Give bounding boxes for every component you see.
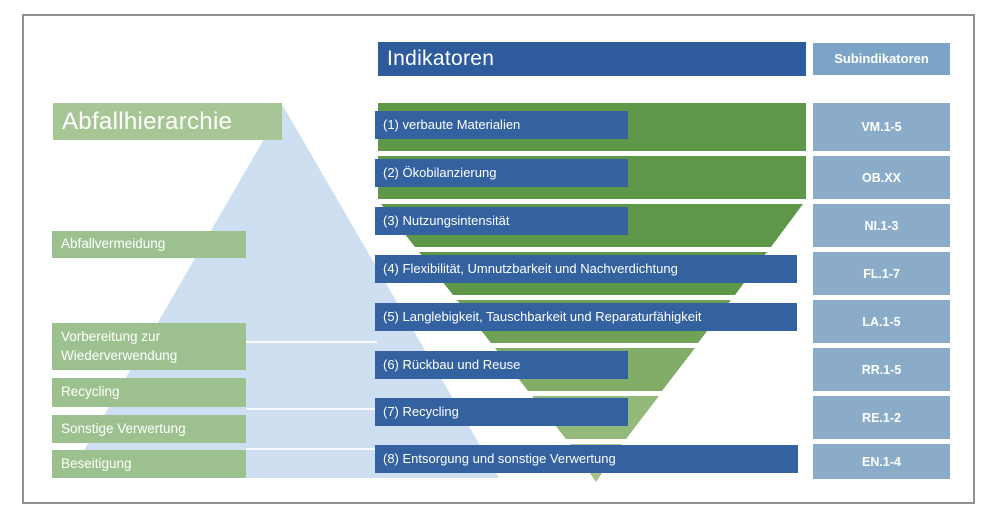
indicator-bar-2: (2) Ökobilanzierung (375, 159, 628, 187)
hierarchy-label-vorbereitung-zur-wiederverwendung: Vorbereitung zur Wiederverwendung (52, 323, 246, 370)
indicators-header: Indikatoren (378, 42, 806, 76)
hierarchy-label-beseitigung: Beseitigung (52, 450, 246, 478)
connector-line (246, 341, 377, 343)
connector-line (246, 408, 377, 410)
hierarchy-label-sonstige-verwertung: Sonstige Verwertung (52, 415, 246, 443)
subindicators-header: Subindikatoren (813, 43, 950, 75)
subindicator-cell-7: RE.1-2 (813, 396, 950, 439)
indicator-bar-3: (3) Nutzungsintensität (375, 207, 628, 235)
subindicator-cell-8: EN.1-4 (813, 444, 950, 479)
indicator-bar-6: (6) Rückbau und Reuse (375, 351, 628, 379)
indicator-bar-4: (4) Flexibilität, Umnutzbarkeit und Nach… (375, 255, 797, 283)
hierarchy-label-text: Recycling (61, 384, 120, 400)
hierarchy-label-recycling: Recycling (52, 378, 246, 407)
subindicator-cell-6: RR.1-5 (813, 348, 950, 391)
hierarchy-label-text: Beseitigung (61, 455, 132, 471)
indicator-bar-7: (7) Recycling (375, 398, 628, 426)
hierarchy-label-text: Vorbereitung zur Wiederverwendung (61, 328, 178, 363)
hierarchy-label-abfallvermeidung: Abfallvermeidung (52, 231, 246, 258)
indicator-bar-5: (5) Langlebigkeit, Tauschbarkeit und Rep… (375, 303, 797, 331)
hierarchy-label-text: Sonstige Verwertung (61, 420, 186, 436)
connector-line (246, 448, 377, 450)
hierarchy-label-text: Abfallvermeidung (61, 236, 166, 252)
indicator-bar-1: (1) verbaute Materialien (375, 111, 628, 139)
diagram-title: Abfallhierarchie (53, 103, 282, 140)
indicator-bar-8: (8) Entsorgung und sonstige Verwertung (375, 445, 798, 473)
subindicator-cell-4: FL.1-7 (813, 252, 950, 295)
subindicator-cell-5: LA.1-5 (813, 300, 950, 343)
subindicator-cell-1: VM.1-5 (813, 103, 950, 151)
subindicator-cell-3: NI.1-3 (813, 204, 950, 247)
subindicator-cell-2: OB.XX (813, 156, 950, 199)
